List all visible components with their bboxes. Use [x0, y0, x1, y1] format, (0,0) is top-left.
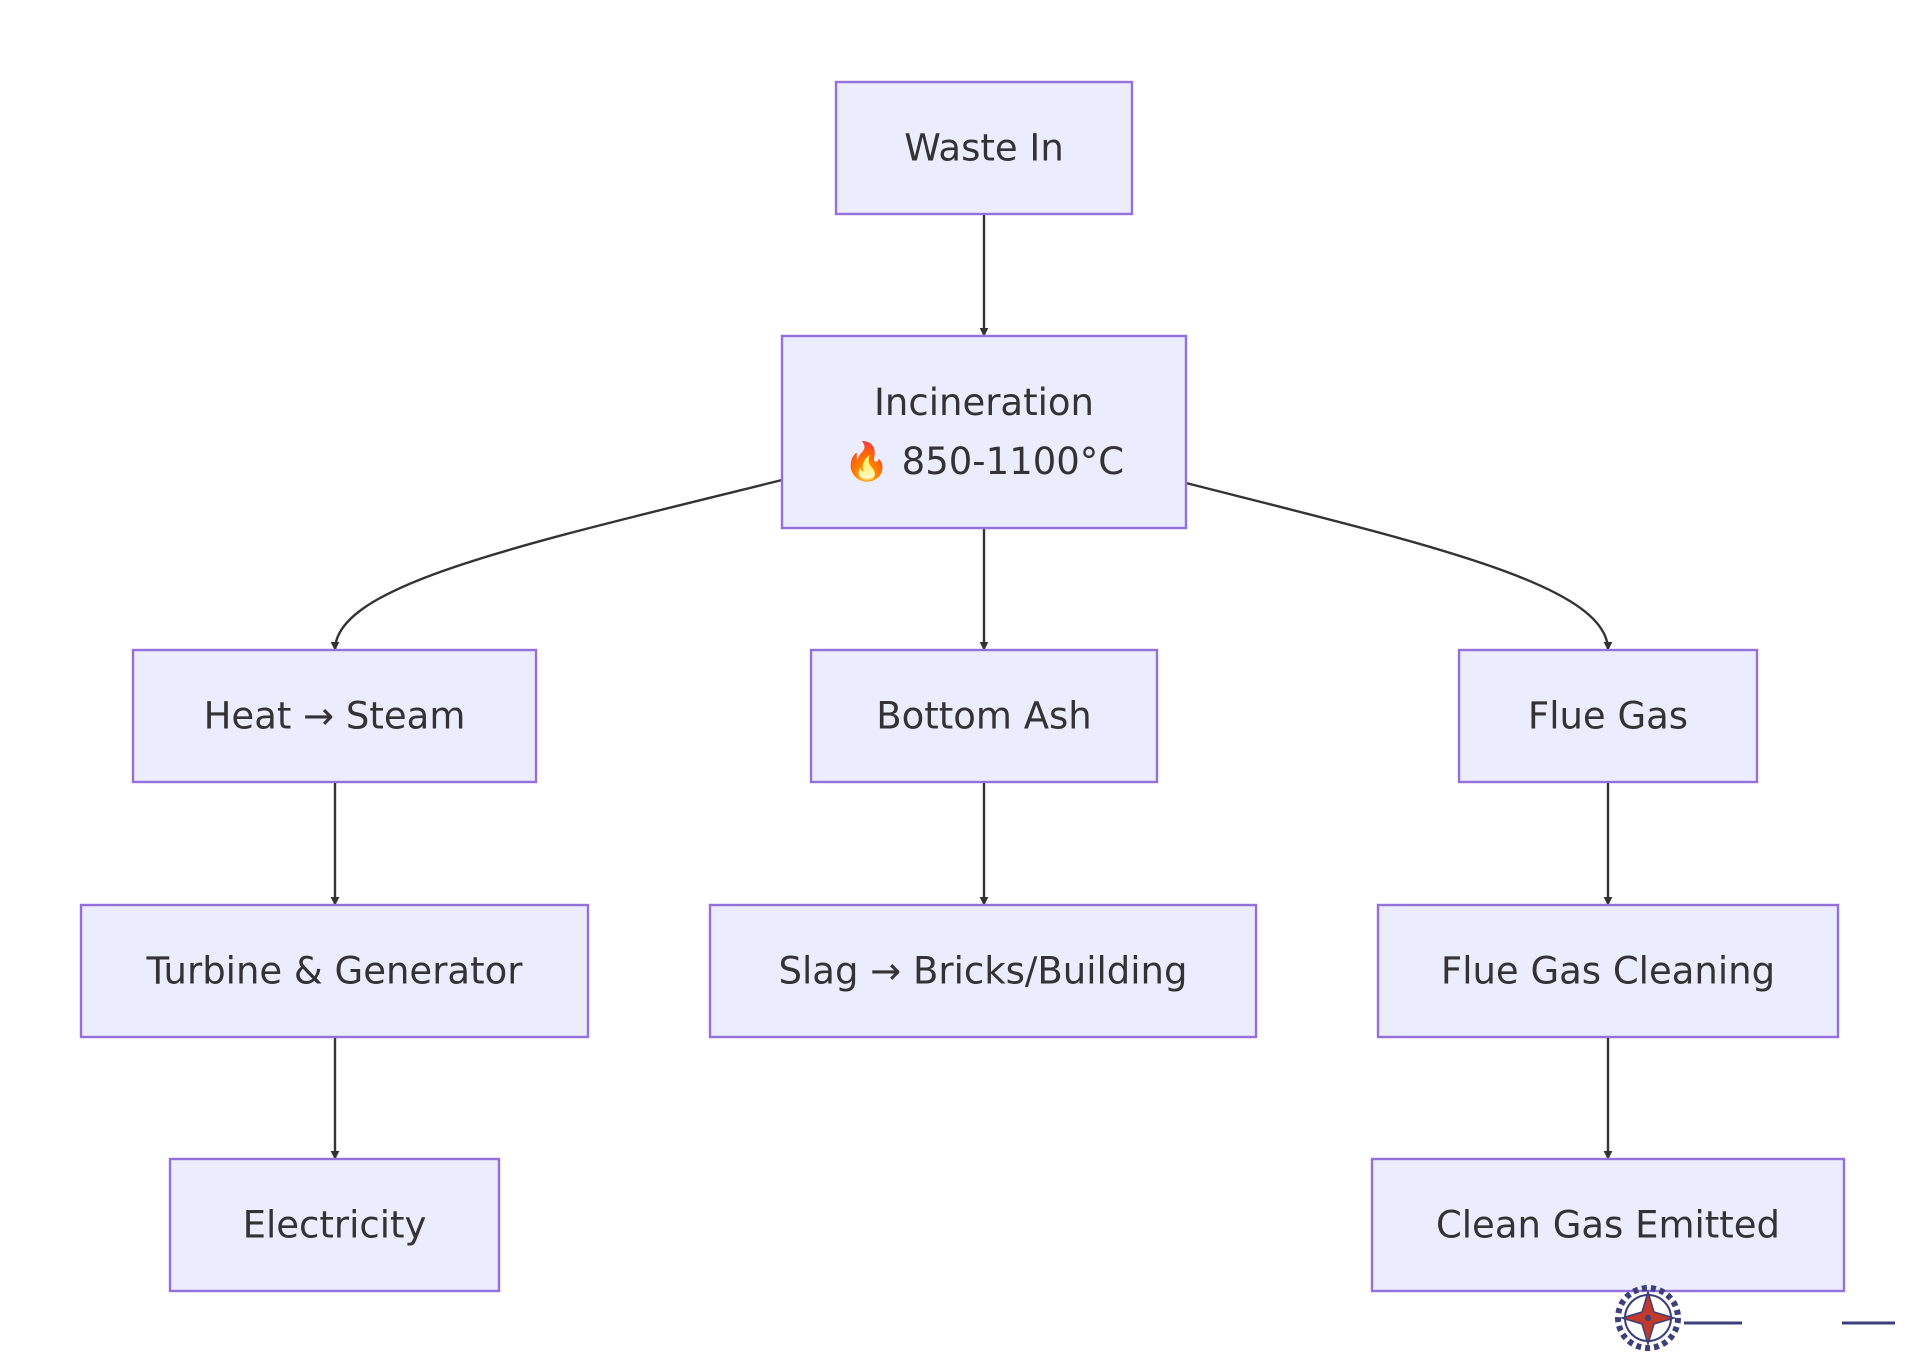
- node-box: [168, 1157, 501, 1293]
- node-box: [1370, 1157, 1846, 1293]
- node-box: [131, 648, 538, 784]
- node-label: Flue Gas Cleaning: [1441, 950, 1775, 993]
- node-box: [780, 334, 1188, 530]
- node-slag: Slag → Bricks/Building: [708, 903, 1258, 1039]
- node-box: [708, 903, 1258, 1039]
- node-turbine-generator: Turbine & Generator: [79, 903, 590, 1039]
- node-heat-steam: Heat → Steam: [131, 648, 538, 784]
- node-label: Heat → Steam: [204, 695, 466, 738]
- node-waste-in: Waste In: [834, 80, 1134, 216]
- node-label: Slag → Bricks/Building: [779, 950, 1188, 993]
- nodes-layer: Waste In Incineration 🔥 850-1100°C Heat → S…: [79, 80, 1846, 1293]
- node-label: 🔥 850-1100°C: [844, 440, 1124, 483]
- node-box: [834, 80, 1134, 216]
- node-label: Clean Gas Emitted: [1436, 1204, 1780, 1247]
- node-incineration: Incineration 🔥 850-1100°C: [780, 334, 1188, 530]
- edges-layer: [330, 214, 1613, 1160]
- node-label: Electricity: [243, 1204, 427, 1247]
- node-electricity: Electricity: [168, 1157, 501, 1293]
- node-box: [1457, 648, 1759, 784]
- node-flue-gas: Flue Gas: [1457, 648, 1759, 784]
- compass-gear-icon: [1615, 1285, 1681, 1351]
- node-label: Bottom Ash: [876, 695, 1092, 738]
- node-bottom-ash: Bottom Ash: [809, 648, 1159, 784]
- node-clean-gas: Clean Gas Emitted: [1370, 1157, 1846, 1293]
- node-label: Flue Gas: [1528, 695, 1688, 738]
- node-box: [809, 648, 1159, 784]
- edge-incineration-to-flue-gas: [1185, 481, 1613, 651]
- node-box: [79, 903, 590, 1039]
- node-flue-gas-cleaning: Flue Gas Cleaning: [1376, 903, 1840, 1039]
- node-box: [1376, 903, 1840, 1039]
- node-label: Incineration: [874, 381, 1094, 424]
- edge-incineration-to-heat-steam: [330, 478, 783, 651]
- node-label: Waste In: [904, 127, 1064, 170]
- node-label: Turbine & Generator: [146, 950, 524, 993]
